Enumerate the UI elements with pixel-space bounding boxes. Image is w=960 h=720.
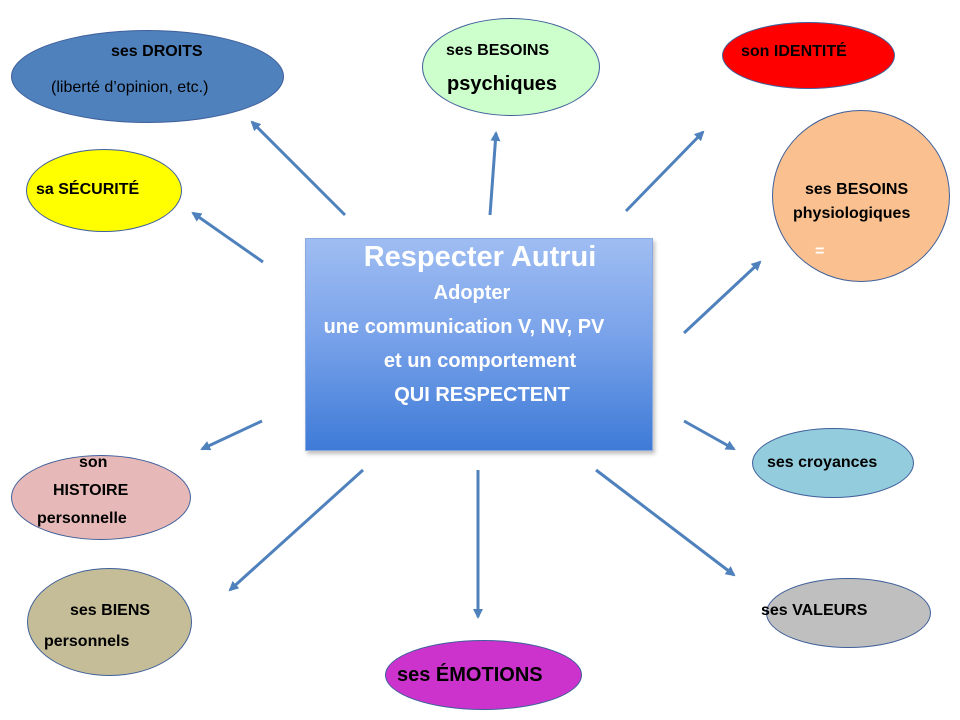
node-histoire-label-1: son <box>79 454 108 471</box>
node-besoins-physiologiques-sublabel: physiologiques <box>793 205 911 222</box>
central-line-4: QUI RESPECTENT <box>394 384 570 406</box>
node-valeurs <box>766 578 931 648</box>
node-droits-sublabel: (liberté d’opinion, etc.) <box>51 79 209 96</box>
node-biens-sublabel: personnels <box>44 633 130 650</box>
node-histoire-label-3: personnelle <box>37 510 127 527</box>
node-histoire <box>11 455 191 540</box>
node-besoins-psychiques-sublabel: psychiques <box>447 73 558 95</box>
central-title: Respecter Autrui <box>363 241 597 273</box>
central-line-1: Adopter <box>433 282 511 304</box>
node-valeurs-label: ses VALEURS <box>761 602 868 619</box>
arrow-histoire <box>200 419 263 451</box>
node-identite-label: son IDENTITÉ <box>741 43 847 60</box>
node-besoins-psychiques-label: ses BESOINS <box>446 42 550 59</box>
node-croyances-label: ses croyances <box>767 454 878 471</box>
node-securite <box>26 149 182 232</box>
node-emotions <box>385 640 582 710</box>
node-biens <box>27 568 192 676</box>
central-line-3: et un comportement <box>383 350 577 372</box>
central-box: Respecter Autrui Adopter une communicati… <box>305 238 653 451</box>
node-securite-label: sa SÉCURITÉ <box>36 181 140 198</box>
arrow-droits <box>250 120 347 217</box>
node-identite <box>722 22 895 89</box>
arrow-croyances <box>683 419 736 451</box>
node-croyances <box>752 428 914 498</box>
node-biens-label: ses BIENS <box>70 602 151 619</box>
arrow-securite <box>191 211 264 264</box>
arrow-besoins-psychiques <box>488 131 501 216</box>
node-emotions-label: ses ÉMOTIONS <box>397 664 543 686</box>
node-besoins-physiologiques <box>772 110 950 282</box>
node-besoins-physiologiques-equals: = <box>815 243 825 260</box>
arrow-identite <box>624 130 705 213</box>
central-line-2: une communication V, NV, PV <box>323 316 605 338</box>
node-besoins-psychiques <box>422 18 600 116</box>
node-besoins-physiologiques-label: ses BESOINS <box>805 181 909 198</box>
arrow-valeurs <box>595 468 736 577</box>
node-droits <box>11 30 284 123</box>
node-histoire-label-2: HISTOIRE <box>53 482 129 499</box>
arrow-besoins-physiologiques <box>682 260 762 335</box>
arrow-biens <box>228 468 365 592</box>
node-droits-label: ses DROITS <box>111 43 203 60</box>
